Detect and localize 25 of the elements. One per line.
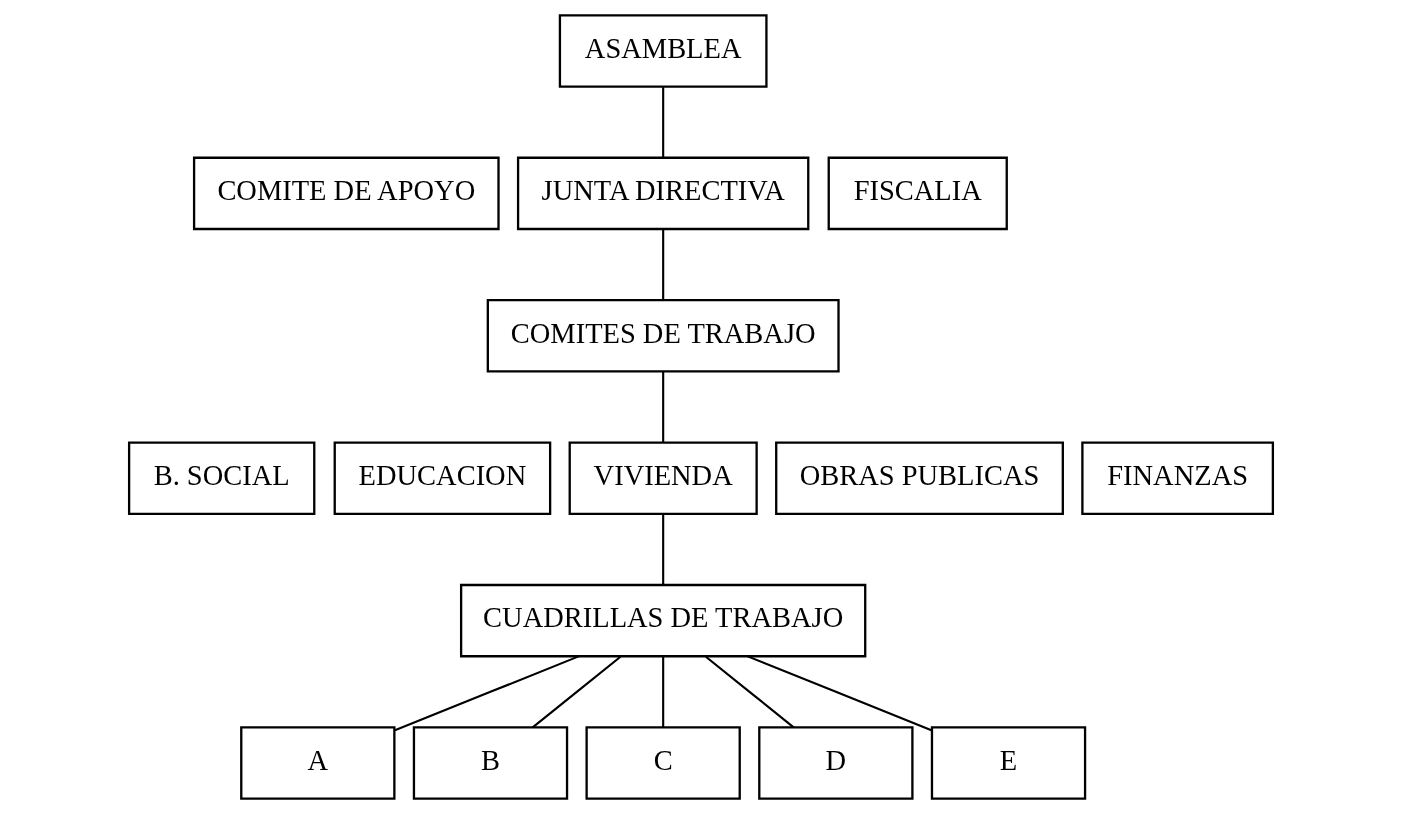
- connector: [661, 229, 664, 301]
- node-box: A: [239, 726, 396, 800]
- node-box: E: [930, 726, 1086, 800]
- node-box: B. SOCIAL: [127, 441, 315, 515]
- connector: [531, 655, 621, 729]
- node-box: B: [412, 726, 568, 800]
- connector: [661, 656, 664, 728]
- node-box: FINANZAS: [1080, 441, 1274, 515]
- node-box: FISCALIA: [827, 156, 1008, 231]
- connector: [704, 655, 794, 729]
- connector: [746, 655, 932, 732]
- node-box: C: [584, 726, 741, 800]
- node-box: JUNTA DIRECTIVA: [516, 156, 809, 231]
- node-box: ASAMBLEA: [558, 14, 768, 88]
- node-box: OBRAS PUBLICAS: [774, 441, 1064, 515]
- node-box: CUADRILLAS DE TRABAJO: [459, 583, 866, 658]
- node-box: VIVIENDA: [568, 441, 758, 515]
- connector: [661, 87, 664, 158]
- connector: [661, 371, 664, 443]
- node-box: EDUCACION: [333, 441, 551, 515]
- connector: [661, 514, 664, 585]
- node-box: COMITES DE TRABAJO: [486, 299, 840, 373]
- node-box: D: [757, 726, 914, 800]
- node-box: COMITE DE APOYO: [192, 156, 500, 231]
- connector: [394, 655, 579, 732]
